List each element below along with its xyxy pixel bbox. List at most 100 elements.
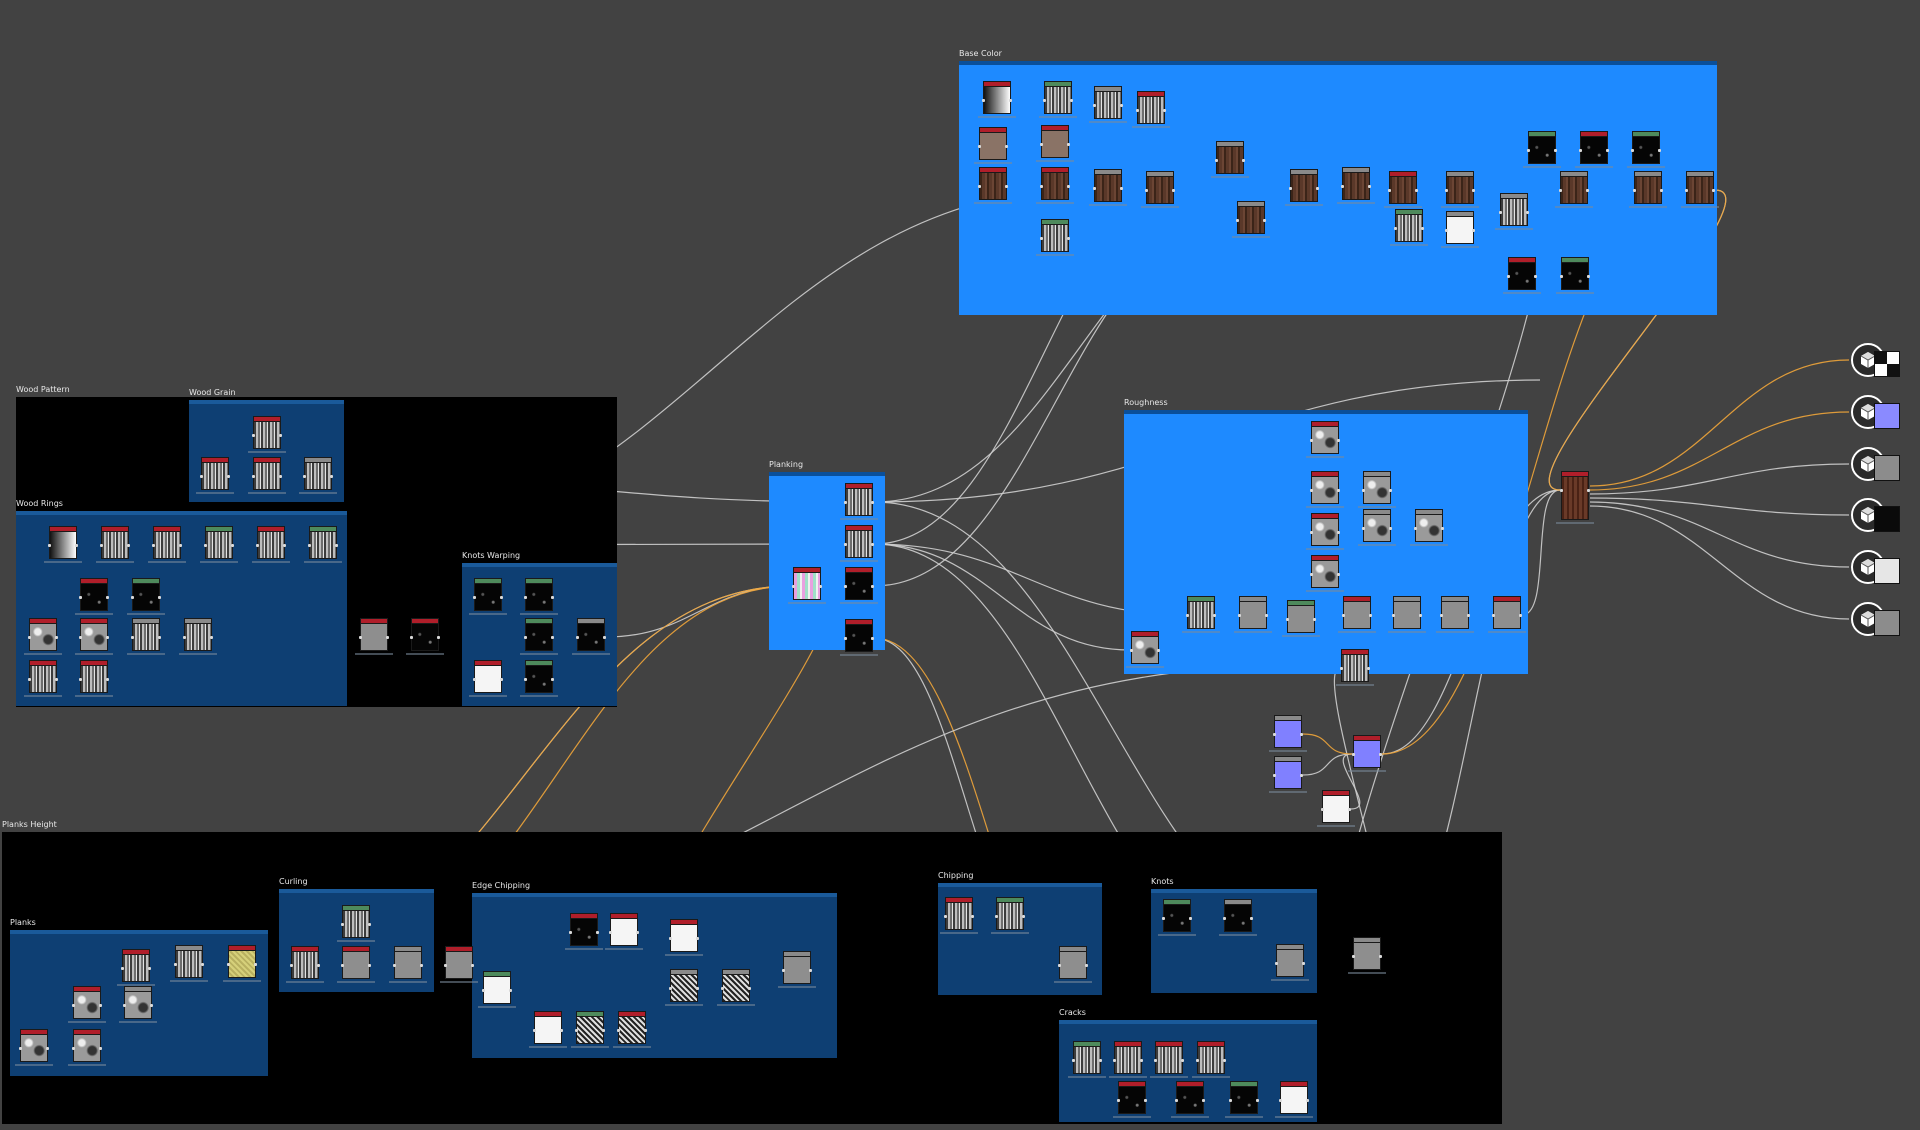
node-header[interactable] <box>411 618 439 624</box>
node-header[interactable] <box>80 578 108 584</box>
graph-node[interactable] <box>1068 1041 1106 1078</box>
output-pin[interactable] <box>1368 185 1371 188</box>
node-header[interactable] <box>1237 201 1265 207</box>
input-pin[interactable] <box>1040 143 1043 146</box>
graph-node[interactable] <box>1336 649 1374 686</box>
graph-node[interactable] <box>613 1011 651 1048</box>
output-pin[interactable] <box>1306 1099 1309 1102</box>
output-pin[interactable] <box>871 637 874 640</box>
node-header[interactable] <box>1634 171 1662 177</box>
input-pin[interactable] <box>1215 159 1218 162</box>
output-pin[interactable] <box>1005 145 1008 148</box>
output-pin[interactable] <box>1070 99 1073 102</box>
input-pin[interactable] <box>1527 149 1530 152</box>
graph-node[interactable] <box>252 526 290 563</box>
graph-node[interactable] <box>665 969 703 1006</box>
output-pin[interactable] <box>471 964 474 967</box>
input-pin[interactable] <box>1310 573 1313 576</box>
node-header[interactable] <box>175 945 203 951</box>
graph-node[interactable] <box>991 897 1029 934</box>
node-header[interactable] <box>1508 257 1536 263</box>
input-pin[interactable] <box>1130 649 1133 652</box>
output-pin[interactable] <box>368 923 371 926</box>
node-header[interactable] <box>722 969 750 975</box>
output-pin[interactable] <box>106 678 109 681</box>
input-pin[interactable] <box>1162 917 1165 920</box>
input-pin[interactable] <box>256 544 259 547</box>
output-pin[interactable] <box>1300 774 1303 777</box>
output-pin[interactable] <box>500 596 503 599</box>
output-pin[interactable] <box>179 544 182 547</box>
input-pin[interactable] <box>341 964 344 967</box>
node-header[interactable] <box>1230 1081 1258 1087</box>
frame-edge-chipping[interactable]: Edge Chipping <box>472 881 837 1058</box>
graph-node[interactable] <box>1555 171 1593 208</box>
node-header[interactable] <box>1343 596 1371 602</box>
input-pin[interactable] <box>123 1004 126 1007</box>
graph-node[interactable] <box>127 578 165 615</box>
output-pin[interactable] <box>1302 962 1305 965</box>
node-header[interactable] <box>132 618 160 624</box>
graph-node[interactable] <box>571 1011 609 1048</box>
input-pin[interactable] <box>1579 149 1582 152</box>
input-pin[interactable] <box>576 636 579 639</box>
graph-node[interactable] <box>75 660 113 697</box>
node-header[interactable] <box>1415 509 1443 515</box>
output-pin[interactable] <box>201 963 204 966</box>
output-pin[interactable] <box>1712 189 1715 192</box>
output-pin[interactable] <box>871 585 874 588</box>
node-header[interactable] <box>1686 171 1714 177</box>
graph-node[interactable] <box>1271 944 1309 981</box>
output-pin[interactable] <box>1660 189 1663 192</box>
node-header[interactable] <box>309 526 337 532</box>
graph-node[interactable] <box>1306 421 1344 458</box>
output-pin[interactable] <box>1587 489 1590 492</box>
graph-node[interactable] <box>1132 91 1170 128</box>
node-header[interactable] <box>1632 131 1660 137</box>
graph-node[interactable] <box>1275 1081 1313 1118</box>
output-pin[interactable] <box>1120 187 1123 190</box>
graph-node[interactable] <box>1225 1081 1263 1118</box>
input-pin[interactable] <box>1362 527 1365 530</box>
graph-node[interactable] <box>1211 141 1249 178</box>
output-pin[interactable] <box>1369 614 1372 617</box>
node-header[interactable] <box>670 969 698 975</box>
input-pin[interactable] <box>1196 1059 1199 1062</box>
input-pin[interactable] <box>669 987 672 990</box>
output-pin[interactable] <box>1472 189 1475 192</box>
input-pin[interactable] <box>290 964 293 967</box>
node-header[interactable] <box>1580 131 1608 137</box>
node-header[interactable] <box>534 1011 562 1017</box>
output-pin[interactable] <box>1534 275 1537 278</box>
graph-node[interactable] <box>1317 790 1355 827</box>
graph-node[interactable] <box>1285 169 1323 206</box>
output-pin[interactable] <box>1085 964 1088 967</box>
input-pin[interactable] <box>1154 1059 1157 1062</box>
node-header[interactable] <box>1041 125 1069 131</box>
input-pin[interactable] <box>1341 185 1344 188</box>
output-pin[interactable] <box>1099 1059 1102 1062</box>
node-header[interactable] <box>1276 944 1304 950</box>
input-pin[interactable] <box>721 987 724 990</box>
input-pin[interactable] <box>844 585 847 588</box>
graph-node[interactable] <box>1054 946 1092 983</box>
node-header[interactable] <box>474 578 502 584</box>
graph-node[interactable] <box>1627 131 1665 168</box>
node-header[interactable] <box>73 986 101 992</box>
output-pin[interactable] <box>1250 917 1253 920</box>
node-header[interactable] <box>1500 193 1528 199</box>
node-header[interactable] <box>1137 91 1165 97</box>
output-pin[interactable] <box>500 678 503 681</box>
node-header[interactable] <box>1073 1041 1101 1047</box>
node-header[interactable] <box>153 526 181 532</box>
input-pin[interactable] <box>72 1047 75 1050</box>
input-pin[interactable] <box>1040 237 1043 240</box>
output-node[interactable] <box>1556 471 1594 524</box>
output-pin[interactable] <box>1067 143 1070 146</box>
graph-node[interactable] <box>1384 171 1422 208</box>
node-header[interactable] <box>1187 596 1215 602</box>
graph-node[interactable] <box>75 618 113 655</box>
link-highlighted[interactable] <box>1548 189 1727 491</box>
input-pin[interactable] <box>995 915 998 918</box>
graph-node[interactable] <box>1269 756 1307 793</box>
